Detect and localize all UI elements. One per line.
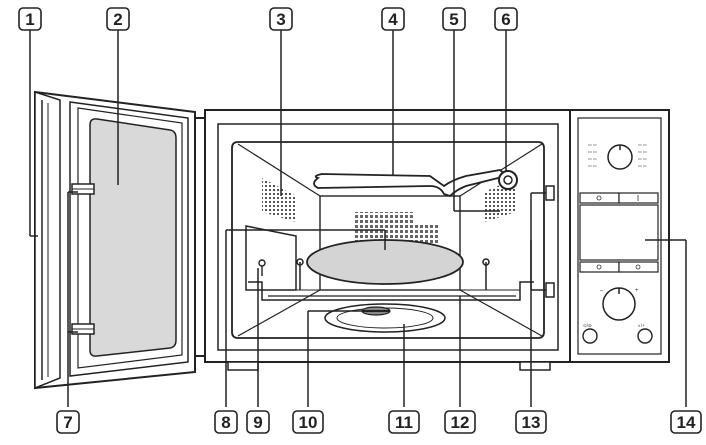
callout-12: 12 xyxy=(444,410,476,434)
svg-text:+: + xyxy=(635,288,639,294)
callout-9-label: 9 xyxy=(253,413,262,432)
callout-2: 2 xyxy=(106,7,130,31)
callout-5-label: 5 xyxy=(449,10,458,29)
panel-button-top-left[interactable] xyxy=(579,192,620,204)
callout-6: 6 xyxy=(494,7,518,31)
callout-6-label: 6 xyxy=(501,10,510,29)
callout-11: 11 xyxy=(388,410,420,434)
svg-text:–: – xyxy=(600,288,604,294)
roller-ring-left-support xyxy=(245,225,297,291)
callout-14: 14 xyxy=(670,410,702,434)
callout-9: 9 xyxy=(246,410,270,434)
callouts: 1 2 3 4 5 6 7 8 xyxy=(18,7,702,434)
svg-text:▭ ▭: ▭ ▭ xyxy=(638,149,647,154)
display xyxy=(579,204,659,261)
stop-button[interactable] xyxy=(582,328,598,344)
callout-8: 8 xyxy=(214,410,238,434)
door-latch-bottom xyxy=(71,323,95,335)
callout-7-label: 7 xyxy=(63,413,72,432)
start-button[interactable] xyxy=(637,328,653,344)
callout-4: 4 xyxy=(381,7,405,31)
panel-button-bottom-right[interactable] xyxy=(618,261,659,273)
svg-text:▭ ▭: ▭ ▭ xyxy=(588,163,597,168)
callout-3-label: 3 xyxy=(276,10,285,29)
grill-element xyxy=(313,169,507,198)
svg-text:⊙/⊘: ⊙/⊘ xyxy=(583,323,592,328)
callout-4-label: 4 xyxy=(388,10,398,29)
roller-ring xyxy=(324,303,446,333)
leader-lines xyxy=(29,30,687,407)
safety-lock-hole-bottom xyxy=(545,282,555,298)
door-latch-top xyxy=(71,183,95,195)
door xyxy=(34,90,205,390)
safety-lock-hole-top xyxy=(545,185,555,201)
svg-text:▭ ▭: ▭ ▭ xyxy=(588,156,597,161)
callout-10-label: 10 xyxy=(299,413,318,432)
panel-button-top-right[interactable] xyxy=(618,192,659,204)
callout-10: 10 xyxy=(292,410,324,434)
callout-3: 3 xyxy=(269,7,293,31)
callout-8-label: 8 xyxy=(221,413,230,432)
waveguide-cover xyxy=(498,170,518,190)
svg-text:▭ ▭: ▭ ▭ xyxy=(638,156,647,161)
svg-text:▭ ▭: ▭ ▭ xyxy=(638,142,647,147)
callout-2-label: 2 xyxy=(113,10,122,29)
callout-7: 7 xyxy=(56,410,80,434)
callout-1-label: 1 xyxy=(25,10,34,29)
callout-14-label: 14 xyxy=(677,413,696,432)
svg-text:▭ ▭: ▭ ▭ xyxy=(588,142,597,147)
callout-11-label: 11 xyxy=(395,413,413,432)
rack xyxy=(248,258,534,301)
svg-text:◐/+: ◐/+ xyxy=(638,323,645,328)
svg-text:▭ ▭: ▭ ▭ xyxy=(588,149,597,154)
callout-1: 1 xyxy=(18,7,42,31)
turntable-coupler xyxy=(361,306,391,316)
panel-button-bottom-left[interactable] xyxy=(579,261,620,273)
callout-13: 13 xyxy=(515,410,547,434)
control-panel: ▭ ▭ ▭ ▭ ▭ ▭ ▭ ▭ ▭ ▭ ▭ ▭ ▭ ▭ ▭ ▭ – + ⊙/⊘ … xyxy=(569,109,670,363)
callout-5: 5 xyxy=(442,7,466,31)
svg-text:▭ ▭: ▭ ▭ xyxy=(638,163,647,168)
lamp-screw xyxy=(258,259,266,276)
callout-13-label: 13 xyxy=(522,413,541,432)
callout-12-label: 12 xyxy=(451,413,470,432)
door-window xyxy=(89,118,177,357)
